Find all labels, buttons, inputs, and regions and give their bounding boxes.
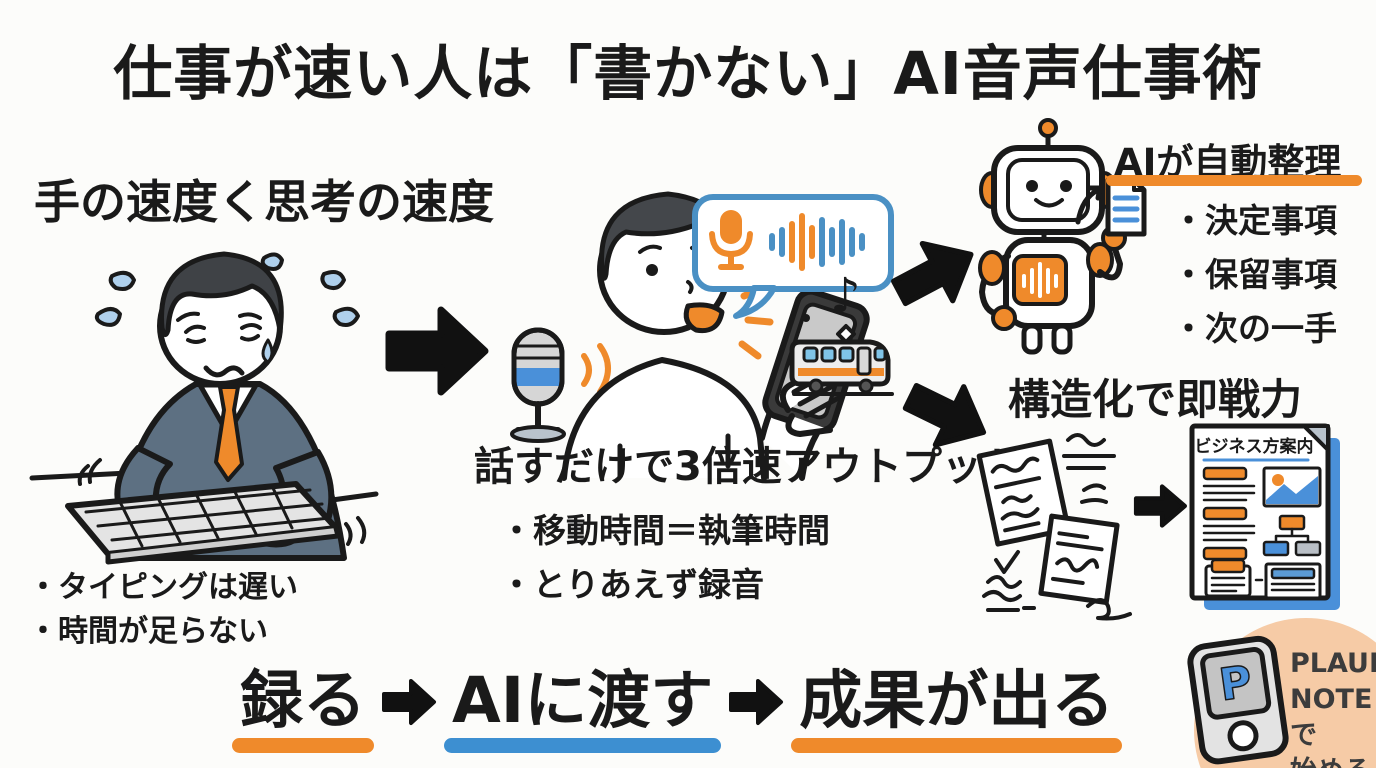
middle-bullet-1: ・移動時間＝執筆時間: [500, 511, 830, 550]
plaud-badge-text: PLAUD NOTEで 始める: [1290, 646, 1376, 768]
loose-scribbles-top: [1062, 433, 1116, 470]
robot-eye: [1060, 180, 1072, 192]
train-icon: [789, 324, 894, 396]
sweat-drops: [94, 252, 360, 327]
flow-banner: 録る AIに渡す 成果が出る: [232, 650, 1123, 753]
ai-bullet-1: ・決定事項: [1172, 201, 1337, 240]
messy-notes-illustration: [976, 433, 1132, 621]
check-scribble: [994, 550, 1020, 574]
document-lines: [1112, 195, 1140, 223]
loose-scribbles-bottom: [982, 575, 1036, 612]
left-section-heading: 手の速度く思考の速度: [34, 175, 494, 229]
flow-arrow-icon: [729, 678, 784, 725]
typist-hair: [159, 251, 284, 337]
shoulder-pad-right: [1086, 242, 1114, 278]
face-panel: [1006, 158, 1090, 222]
device-screen: [1200, 646, 1272, 720]
flow-step-record: 録る: [232, 650, 374, 753]
waveform-icon: [769, 213, 865, 271]
left-bullet-2: ・時間が足らない: [28, 614, 268, 649]
flow-step-results: 成果が出る: [791, 650, 1123, 753]
motion-marks-left: [77, 458, 102, 486]
robot-leg: [1051, 323, 1073, 355]
structured-document-illustration: ビジネス方案内: [1189, 423, 1340, 610]
scribbled-page-2: [1038, 513, 1120, 605]
left-bullet-1: ・タイピングは遅い: [28, 570, 298, 605]
folded-corner: [1302, 424, 1330, 452]
voice-speech-bubble: [692, 194, 894, 319]
frown-mouth: [203, 365, 245, 378]
plaud-logo-letter: P: [1216, 656, 1255, 711]
scribbled-page-1: [976, 438, 1071, 547]
flow-step-label: 成果が出る: [799, 664, 1115, 737]
flow-step-label: 録る: [240, 664, 366, 737]
motion-marks-right: [344, 516, 367, 546]
plaud-note-device-icon: P: [1187, 635, 1289, 765]
arrow-right-small-icon: [1133, 484, 1187, 528]
page-title: 仕事が速い人は「書かない」AI音声仕事術: [113, 39, 1263, 108]
underline-orange: [232, 738, 374, 753]
ai-heading-underline: [1106, 175, 1362, 186]
keyboard-keys: [84, 484, 332, 548]
stressed-typist-illustration: [29, 251, 379, 565]
antenna-ball: [1038, 118, 1058, 138]
music-note-icon: ♪: [830, 268, 861, 324]
org-chart-icon: [1262, 514, 1322, 557]
sound-waves: [581, 343, 611, 395]
device-button: [1227, 720, 1259, 752]
flow-step-pass-to-ai: AIに渡す: [444, 650, 722, 753]
arrow-down-right-icon: [902, 382, 987, 448]
robot-right-arm: [1097, 243, 1123, 281]
arrow-up-right-icon: [891, 240, 974, 307]
plaud-line-1: PLAUD: [1290, 648, 1376, 679]
necktie: [214, 385, 244, 482]
flow-step-label: AIに渡す: [452, 664, 714, 737]
robot-leg: [1021, 323, 1043, 355]
eye: [646, 264, 658, 276]
open-mouth: [683, 302, 725, 334]
middle-section-heading: 話すだけで3倍速アウトプット: [474, 444, 1022, 490]
underline-orange: [791, 738, 1123, 753]
shirt: [561, 357, 767, 481]
mic-icon: [709, 210, 753, 270]
middle-bullet-2: ・とりあえず録音: [500, 565, 764, 604]
curved-arrow-icon: [1075, 187, 1101, 225]
phone-camera-dot: [802, 314, 810, 322]
doc-left-column: [1202, 466, 1256, 598]
robot-hand-left: [991, 305, 1017, 331]
spiral-scribble: [1086, 598, 1132, 621]
ai-robot-illustration: [978, 118, 1147, 355]
tablet-waveform-icon: [1022, 262, 1058, 298]
left-eye-squeezed: [184, 324, 206, 344]
robot-eye: [1026, 180, 1038, 192]
flow-arrow-right-icon: [385, 306, 489, 396]
ai-bullet-3: ・次の一手: [1172, 309, 1337, 348]
structure-section-heading: 構造化で即戦力: [1008, 375, 1303, 424]
microphone-icon: [510, 327, 566, 443]
right-eye-squeezed: [240, 323, 262, 342]
face-sweat-drop: [261, 338, 274, 364]
ai-bullet-2: ・保留事項: [1172, 255, 1337, 294]
document-title: ビジネス方案内: [1195, 436, 1314, 457]
nose: [686, 280, 694, 294]
flow-arrow-icon: [382, 678, 436, 725]
plaud-line-3: 始める: [1290, 754, 1376, 768]
bubble-tail: [733, 285, 777, 319]
shoulder-pad-left: [978, 250, 1006, 286]
doc-right-column: [1254, 466, 1322, 600]
robot-smile: [1034, 198, 1064, 208]
underline-blue: [444, 738, 722, 753]
plaud-line-2: NOTEで: [1290, 684, 1373, 751]
